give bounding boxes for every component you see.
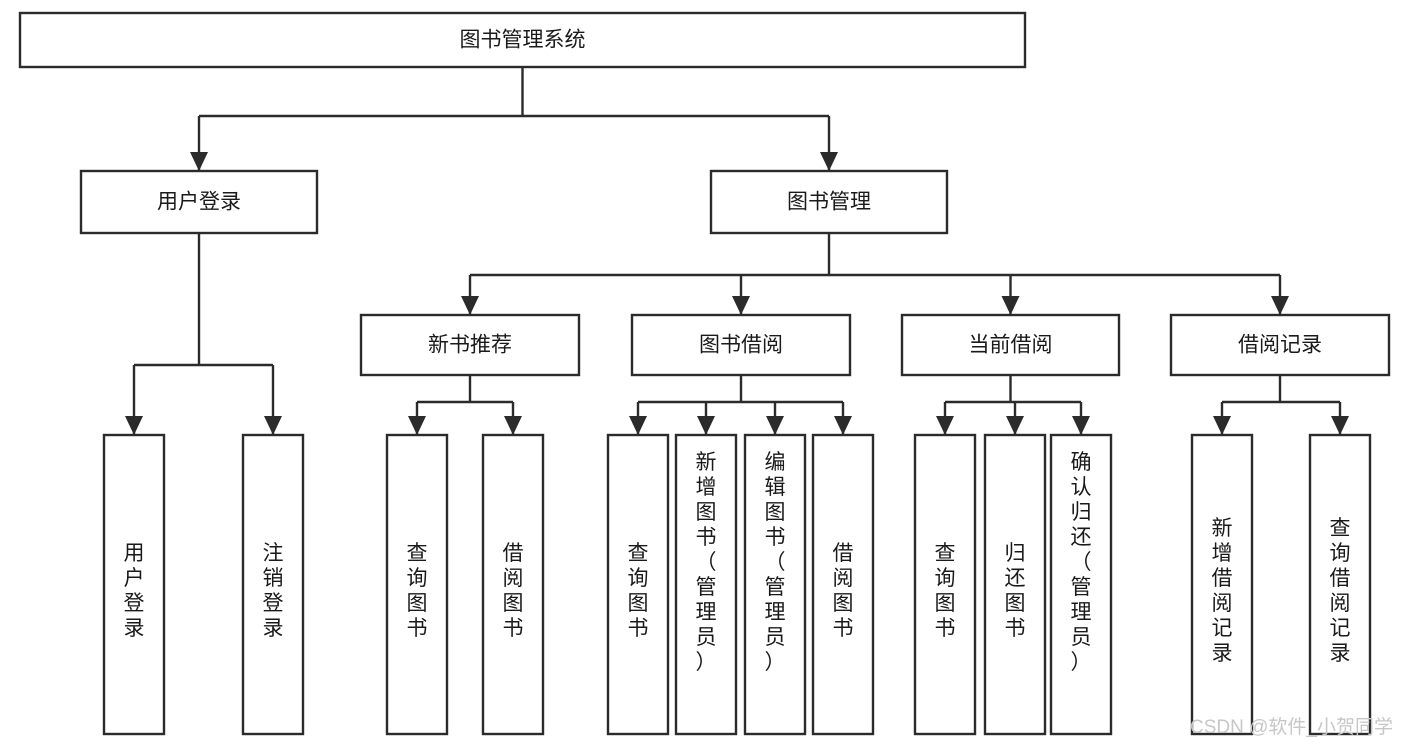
- node-label-book-management: 图书管理: [787, 191, 871, 214]
- node-box-root: [18, 11, 1027, 69]
- node-layer: 图书管理系统用户登录图书管理新书推荐图书借阅当前借阅借阅记录用户登录注销登录查询…: [18, 11, 1391, 736]
- node-label-leaf-query-book-borrow: 查询图书: [628, 542, 649, 640]
- node-leaf-query-book-borrow[interactable]: 查询图书: [606, 433, 670, 736]
- node-label-leaf-edit-book-admin: 编辑图书（管理员）: [765, 451, 786, 674]
- node-user-login[interactable]: 用户登录: [79, 169, 319, 235]
- node-leaf-borrow-book-recommend[interactable]: 借阅图书: [481, 433, 545, 736]
- node-new-book-recommend[interactable]: 新书推荐: [359, 313, 581, 377]
- node-box-leaf-logout-login: [241, 433, 305, 736]
- connector-layer: [125, 67, 1349, 435]
- node-label-user-login: 用户登录: [157, 191, 241, 214]
- node-leaf-query-borrow-record[interactable]: 查询借阅记录: [1308, 433, 1372, 736]
- node-leaf-query-book-current[interactable]: 查询图书: [913, 433, 977, 736]
- node-box-leaf-query-borrow-record: [1308, 433, 1372, 736]
- connector-arrow: [1213, 416, 1231, 435]
- node-box-leaf-confirm-return-admin: [1049, 433, 1113, 736]
- node-box-new-book-recommend: [359, 313, 581, 377]
- node-label-current-borrow: 当前借阅: [969, 334, 1053, 357]
- node-box-borrow-record: [1169, 313, 1391, 377]
- node-label-leaf-logout-login: 注销登录: [263, 542, 284, 640]
- connector-arrow: [697, 416, 715, 435]
- node-leaf-user-login[interactable]: 用户登录: [102, 433, 166, 736]
- node-leaf-add-borrow-record[interactable]: 新增借阅记录: [1190, 433, 1254, 736]
- node-box-current-borrow: [900, 313, 1121, 377]
- node-book-management[interactable]: 图书管理: [709, 169, 949, 235]
- node-box-leaf-query-book-recommend: [385, 433, 449, 736]
- node-leaf-logout-login[interactable]: 注销登录: [241, 433, 305, 736]
- node-box-leaf-user-login: [102, 433, 166, 736]
- node-label-leaf-query-borrow-record: 查询借阅记录: [1330, 517, 1351, 665]
- node-label-leaf-user-login: 用户登录: [124, 542, 145, 640]
- node-label-leaf-query-book-recommend: 查询图书: [407, 542, 428, 640]
- node-box-user-login: [79, 169, 319, 235]
- connector-arrow: [125, 416, 143, 435]
- node-book-borrow[interactable]: 图书借阅: [630, 313, 852, 377]
- node-label-new-book-recommend: 新书推荐: [428, 334, 512, 357]
- node-label-leaf-return-book: 归还图书: [1005, 542, 1026, 640]
- connector-arrow: [1331, 416, 1349, 435]
- connector-arrow: [1271, 296, 1289, 315]
- connector-arrow: [190, 152, 208, 171]
- node-root[interactable]: 图书管理系统: [18, 11, 1027, 69]
- node-label-root: 图书管理系统: [460, 29, 586, 52]
- connector-arrow: [1006, 416, 1024, 435]
- node-box-leaf-edit-book-admin: [743, 433, 807, 736]
- node-leaf-query-book-recommend[interactable]: 查询图书: [385, 433, 449, 736]
- connector-arrow: [629, 416, 647, 435]
- node-leaf-add-book-admin[interactable]: 新增图书（管理员）: [674, 433, 738, 736]
- node-current-borrow[interactable]: 当前借阅: [900, 313, 1121, 377]
- node-box-book-management: [709, 169, 949, 235]
- node-box-leaf-return-book: [983, 433, 1047, 736]
- node-label-leaf-borrow-book-recommend: 借阅图书: [503, 542, 524, 640]
- connector-arrow: [408, 416, 426, 435]
- node-leaf-borrow-book[interactable]: 借阅图书: [811, 433, 875, 736]
- node-label-book-borrow: 图书借阅: [699, 334, 783, 357]
- node-box-leaf-query-book-current: [913, 433, 977, 736]
- node-box-leaf-borrow-book-recommend: [481, 433, 545, 736]
- node-box-leaf-borrow-book: [811, 433, 875, 736]
- node-leaf-edit-book-admin[interactable]: 编辑图书（管理员）: [743, 433, 807, 736]
- node-label-leaf-add-borrow-record: 新增借阅记录: [1212, 517, 1233, 665]
- node-box-book-borrow: [630, 313, 852, 377]
- node-label-leaf-add-book-admin: 新增图书（管理员）: [696, 451, 717, 674]
- node-leaf-confirm-return-admin[interactable]: 确认归还（管理员）: [1049, 433, 1113, 736]
- node-borrow-record[interactable]: 借阅记录: [1169, 313, 1391, 377]
- connector-arrow: [461, 296, 479, 315]
- node-label-leaf-confirm-return-admin: 确认归还（管理员）: [1071, 451, 1092, 674]
- node-label-leaf-query-book-current: 查询图书: [935, 542, 956, 640]
- node-label-leaf-borrow-book: 借阅图书: [833, 542, 854, 640]
- connector-arrow: [834, 416, 852, 435]
- connector-arrow: [1001, 296, 1020, 315]
- node-box-leaf-add-borrow-record: [1190, 433, 1254, 736]
- node-box-leaf-add-book-admin: [674, 433, 738, 736]
- connector-arrow: [264, 416, 282, 435]
- connector-arrow: [504, 416, 522, 435]
- connector-arrow: [820, 152, 838, 171]
- connector-arrow: [732, 296, 750, 315]
- node-leaf-return-book[interactable]: 归还图书: [983, 433, 1047, 736]
- node-label-borrow-record: 借阅记录: [1238, 334, 1322, 357]
- node-box-leaf-query-book-borrow: [606, 433, 670, 736]
- connector-arrow: [766, 416, 784, 435]
- connector-arrow: [936, 416, 954, 435]
- connector-arrow: [1072, 416, 1090, 435]
